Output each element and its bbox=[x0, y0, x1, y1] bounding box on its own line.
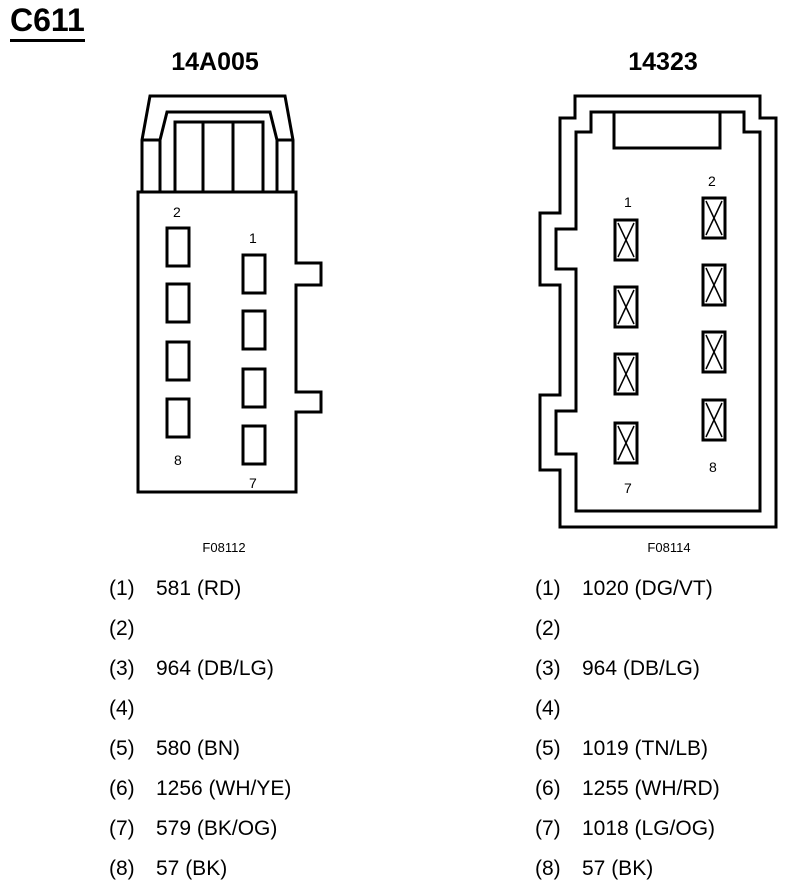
right-connector-housing-outer bbox=[538, 94, 778, 529]
pin-number: (6) bbox=[109, 777, 135, 800]
pin-wire: 580 (BN) bbox=[156, 737, 241, 760]
pin-number: (4) bbox=[109, 697, 135, 720]
pin-wire: 964 (DB/LG) bbox=[582, 657, 700, 680]
pin-wire: 57 (BK) bbox=[582, 857, 654, 880]
left-cavity-labels: 2 1 8 7 bbox=[173, 204, 257, 491]
pin-wire: 579 (BK/OG) bbox=[156, 817, 278, 840]
left-cavity-2 bbox=[165, 226, 191, 268]
right-cavity-5 bbox=[613, 352, 639, 396]
left-cavity-label-2: 2 bbox=[173, 204, 181, 220]
pin-number: (3) bbox=[535, 657, 561, 680]
pin-wire: 1019 (TN/LB) bbox=[582, 737, 709, 760]
right-figure-id: F08114 bbox=[647, 540, 691, 555]
right-cavity-labels: 1 2 7 8 bbox=[624, 173, 717, 496]
right-cavity-7 bbox=[613, 421, 639, 465]
right-cavity-4 bbox=[701, 263, 727, 307]
right-connector-housing-inner bbox=[554, 110, 762, 513]
pin-number: (7) bbox=[535, 817, 561, 840]
right-connector-key bbox=[612, 110, 722, 150]
left-cavity-label-8: 8 bbox=[174, 452, 182, 468]
pin-number: (8) bbox=[535, 857, 561, 880]
left-cavity-8 bbox=[165, 397, 191, 439]
right-cavity-2 bbox=[701, 196, 727, 240]
right-cavity-8 bbox=[701, 398, 727, 442]
left-cavity-5 bbox=[241, 367, 267, 409]
pin-number: (3) bbox=[109, 657, 135, 680]
right-cavity-6 bbox=[701, 330, 727, 374]
left-pin-list: (1) 581 (RD) (2) (3) 964 (DB/LG) (4) (5) 58… bbox=[109, 576, 369, 886]
pin-number: (7) bbox=[109, 817, 135, 840]
pin-number: (1) bbox=[535, 577, 561, 600]
left-cavity-label-7: 7 bbox=[249, 475, 257, 491]
left-cavity-label-1: 1 bbox=[249, 230, 257, 246]
right-connector-part-number: 14323 bbox=[628, 48, 698, 76]
pin-wire: 1020 (DG/VT) bbox=[582, 577, 713, 600]
right-cavity-1 bbox=[613, 218, 639, 262]
pin-wire: 1018 (LG/OG) bbox=[582, 817, 716, 840]
left-cavity-3 bbox=[241, 309, 267, 351]
left-cavity-6 bbox=[165, 340, 191, 382]
pin-wire: 1255 (WH/RD) bbox=[582, 777, 720, 800]
pin-number: (2) bbox=[109, 617, 135, 640]
pin-wire: 57 (BK) bbox=[156, 857, 228, 880]
right-pin-list: (1) 1020 (DG/VT) (2) (3) 964 (DB/LG) (4) (… bbox=[535, 576, 780, 886]
pin-number: (6) bbox=[535, 777, 561, 800]
pin-wire: 581 (RD) bbox=[156, 577, 242, 600]
left-connector-latch bbox=[140, 94, 295, 192]
pin-number: (5) bbox=[109, 737, 135, 760]
left-figure-id: F08112 bbox=[202, 540, 246, 555]
left-connector-face bbox=[136, 94, 323, 494]
pin-number: (1) bbox=[109, 577, 135, 600]
pin-number: (8) bbox=[109, 857, 135, 880]
left-connector-part-number: 14A005 bbox=[171, 48, 259, 76]
left-cavity-7 bbox=[241, 424, 267, 466]
right-cavity-label-8: 8 bbox=[709, 459, 717, 475]
pin-number: (5) bbox=[535, 737, 561, 760]
right-cavities bbox=[613, 196, 727, 465]
right-cavity-label-1: 1 bbox=[624, 194, 632, 210]
pin-number: (2) bbox=[535, 617, 561, 640]
right-cavity-label-2: 2 bbox=[708, 173, 716, 189]
pin-wire: 1256 (WH/YE) bbox=[156, 777, 292, 800]
pin-wire: 964 (DB/LG) bbox=[156, 657, 274, 680]
right-cavity-3 bbox=[613, 285, 639, 329]
left-connector-housing bbox=[136, 190, 323, 494]
left-cavity-4 bbox=[165, 282, 191, 324]
connector-title: C611 bbox=[10, 2, 85, 42]
left-cavity-1 bbox=[241, 253, 267, 295]
right-cavity-label-7: 7 bbox=[624, 480, 632, 496]
right-connector-face bbox=[538, 94, 778, 529]
pin-number: (4) bbox=[535, 697, 561, 720]
